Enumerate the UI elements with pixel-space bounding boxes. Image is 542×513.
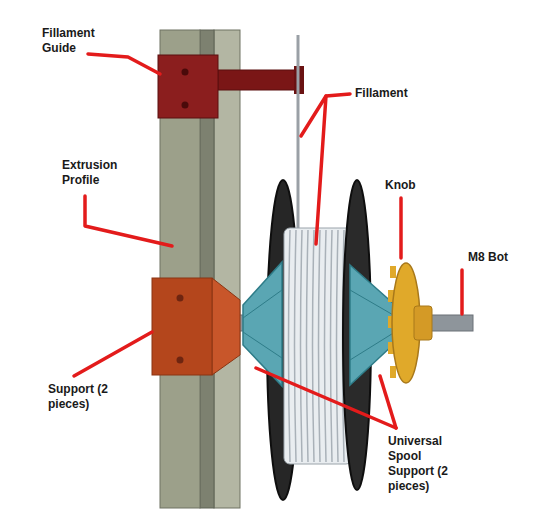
support-block (152, 278, 212, 375)
screw-hole (182, 69, 189, 76)
screw-hole (177, 357, 184, 364)
facet (243, 290, 282, 318)
callout-label: Knob (385, 178, 445, 193)
leader-line (88, 54, 160, 74)
callout-label: Universal Spool Support (2 pieces) (388, 434, 464, 494)
knob (388, 263, 432, 383)
knob-tooth (390, 266, 396, 278)
leader-line (460, 270, 464, 314)
facet (243, 332, 282, 358)
guide-block (158, 55, 218, 118)
support-chamfer (212, 278, 240, 375)
cone (243, 262, 282, 386)
callout-label: Support (2 pieces) (48, 382, 124, 412)
callout-label: Fillament Guide (42, 26, 120, 56)
universal-spool-support (350, 265, 395, 385)
facet (350, 332, 395, 360)
knob-nut (414, 306, 432, 340)
knob-tooth (390, 366, 396, 378)
leader-lines (74, 54, 462, 428)
screw-hole (182, 102, 189, 109)
winding-lines (289, 230, 345, 462)
callout-label: Fillament (355, 86, 435, 101)
guide-arm (218, 70, 300, 90)
winding-body (284, 228, 352, 464)
screw-hole (177, 295, 184, 302)
callout-label: M8 Bot (468, 250, 534, 265)
universal-spool-support (243, 262, 282, 386)
filament-windings (284, 228, 352, 464)
leader-line (380, 376, 396, 428)
filament-guide (158, 55, 304, 118)
cone (350, 265, 395, 385)
callout-label: Extrusion Profile (62, 158, 142, 188)
leader-line (399, 198, 403, 258)
filament-strand (297, 35, 300, 232)
support (152, 278, 240, 375)
leader-line (85, 196, 172, 246)
leader-line (256, 368, 396, 428)
leader-line (74, 332, 152, 376)
facet (350, 290, 395, 316)
leader-line (316, 96, 326, 244)
